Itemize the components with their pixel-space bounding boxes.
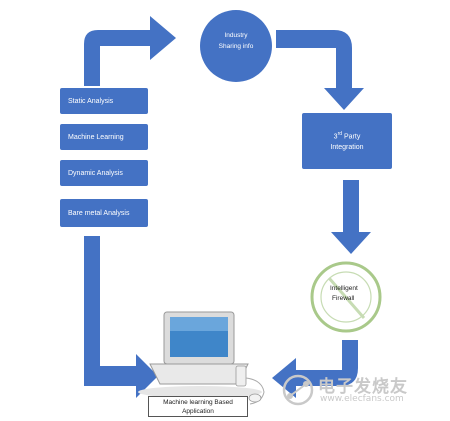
watermark-logo-icon [282, 374, 314, 406]
industry-sharing-label: Industry Sharing info [206, 30, 266, 52]
bare-metal-analysis-label: Bare metal Analysis [68, 209, 130, 217]
computer-icon [138, 311, 265, 405]
industry-line-2: Sharing info [218, 43, 254, 50]
application-label-box: Machine learning Based Application [148, 396, 248, 417]
static-analysis-label: Static Analysis [68, 97, 114, 105]
watermark-text: 电子发烧友 [318, 377, 408, 397]
dynamic-analysis-box: Dynamic Analysis [60, 160, 148, 186]
arrow-to-industry [84, 16, 176, 86]
firewall-label: Intelligent Firewall [330, 284, 390, 304]
bare-metal-analysis-box: Bare metal Analysis [60, 199, 148, 227]
application-line-1: Machine learning Based [163, 399, 233, 406]
dynamic-analysis-label: Dynamic Analysis [68, 169, 123, 177]
machine-learning-label: Machine Learning [68, 133, 124, 141]
arrow-to-third-party [276, 30, 364, 110]
static-analysis-box: Static Analysis [60, 88, 148, 114]
firewall-node [310, 261, 382, 333]
watermark-url: www.elecfans.com [320, 394, 404, 404]
firewall-line-1: Intelligent [330, 285, 358, 292]
third-party-line-1: 3rd Party [333, 131, 361, 141]
elecfans-watermark: 电子发烧友 www.elecfans.com [280, 370, 445, 410]
arrow-to-application [84, 236, 158, 398]
arrow-to-firewall [331, 180, 371, 254]
firewall-line-2: Firewall [332, 295, 355, 302]
application-line-2: Application [182, 408, 214, 415]
arrow-from-firewall [272, 340, 358, 398]
third-party-line-2: Integration [330, 143, 364, 151]
industry-sharing-node [200, 10, 272, 82]
third-party-integration-box: 3rd Party Integration [302, 113, 392, 169]
industry-line-1: Industry [224, 32, 248, 39]
machine-learning-box: Machine Learning [60, 124, 148, 150]
